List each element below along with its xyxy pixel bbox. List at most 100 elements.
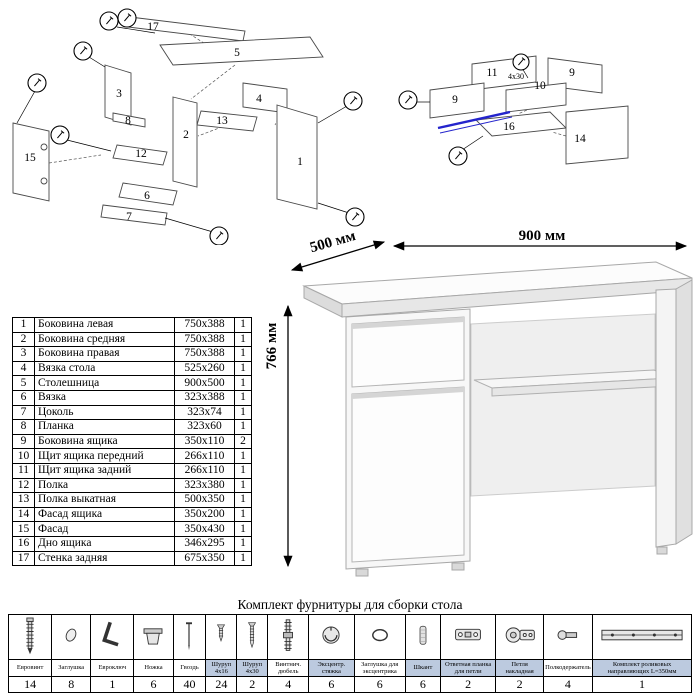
nail-icon — [186, 622, 193, 651]
hardware-name: Шкант — [404, 659, 441, 677]
part-qty: 1 — [234, 492, 252, 508]
part-label: 6 — [144, 190, 150, 202]
part-qty: 2 — [234, 433, 252, 450]
hardware-qty: 2 — [439, 676, 497, 693]
hinge-mark — [40, 143, 48, 151]
part-size: 323x388 — [174, 389, 235, 406]
screw-size-note: 4x30 — [508, 72, 524, 81]
desk-right-panel — [655, 288, 677, 548]
parts-table-row: 5 Столешница 900x500 1 — [12, 375, 252, 391]
part-number: 9 — [12, 433, 35, 450]
part-number: 16 — [12, 535, 35, 552]
hardware-name: Петля накладная — [495, 659, 544, 677]
part-number: 14 — [12, 506, 35, 523]
hardware-name: Гвоздь — [172, 659, 207, 677]
part-number: 10 — [12, 448, 35, 464]
part-label: 8 — [125, 115, 131, 127]
part-qty: 1 — [234, 448, 252, 464]
hardware-qty: 6 — [308, 676, 355, 693]
part-panel-side-3 — [104, 64, 132, 126]
dim-arrow-depth — [290, 240, 386, 272]
euro-screw-icon — [26, 617, 34, 655]
hardware-icons-row — [7, 614, 692, 660]
desk-foot — [656, 546, 668, 555]
part-name: Боковина правая — [34, 346, 175, 362]
desk-door-handle-groove — [352, 387, 464, 399]
foot-icon — [144, 628, 163, 645]
part-name: Полка выкатная — [34, 492, 175, 508]
part-qty: 1 — [234, 389, 252, 406]
desk-top-left-edge — [303, 285, 343, 318]
assembly-line — [517, 105, 537, 115]
part-qty: 1 — [234, 375, 252, 391]
desk-door-front — [351, 386, 465, 563]
part-size: 900x500 — [174, 375, 235, 391]
part-name: Дно ящика — [34, 535, 175, 552]
exploded-view-desk: 17 5 3 8 4 13 2 12 15 6 7 1 — [12, 8, 365, 245]
part-label: 5 — [234, 47, 240, 59]
assembly-line — [48, 154, 102, 164]
screw-long-icon — [248, 622, 257, 649]
hardware-names-row: Евровинт Заглушка Евроключ Ножка Гвоздь … — [7, 659, 692, 677]
screw-glyphs — [34, 13, 360, 240]
part-name: Боковина ящика — [34, 433, 175, 450]
part-number: 5 — [12, 375, 35, 391]
hardware-name: Полкодержатель — [542, 659, 594, 677]
part-plinth-7 — [100, 204, 168, 226]
wood-dowel-icon — [419, 625, 427, 645]
hinge-plate-icon — [455, 628, 482, 641]
hardware-name: Ножка — [133, 659, 174, 677]
drawer-slide-icon — [601, 629, 683, 641]
parts-table-row: 11 Щит ящика задний 266x110 1 — [12, 462, 252, 479]
part-number: 17 — [12, 550, 35, 567]
part-qty: 1 — [234, 331, 252, 348]
hardware-name: Комплект роликовых направляющих L=350мм — [592, 659, 692, 677]
part-size: 350x200 — [174, 506, 235, 523]
part-name: Стенка задняя — [34, 550, 175, 567]
part-qty: 1 — [234, 462, 252, 479]
part-qty: 1 — [234, 477, 252, 494]
part-name: Полка — [34, 477, 175, 494]
parts-table-row: 16 Дно ящика 346x295 1 — [12, 535, 252, 552]
part-label: 9 — [569, 67, 575, 79]
part-drawer-facade-14 — [565, 105, 629, 165]
assembly-line — [190, 64, 236, 100]
part-label: 3 — [116, 88, 122, 100]
shelf-pin-icon — [557, 630, 577, 640]
desk-right-panel-side — [675, 279, 693, 545]
part-label: 17 — [147, 21, 159, 33]
part-qty: 1 — [234, 550, 252, 567]
part-qty: 1 — [234, 535, 252, 552]
part-panel-back-17 — [127, 16, 246, 42]
part-number: 11 — [12, 462, 35, 479]
hardware-name: Шуруп 4x16 — [205, 659, 238, 677]
part-name: Вязка — [34, 389, 175, 406]
hardware-qty: 14 — [7, 676, 53, 693]
part-number: 7 — [12, 404, 35, 421]
parts-table-row: 17 Стенка задняя 675x350 1 — [12, 550, 252, 567]
part-label: 12 — [135, 148, 147, 160]
hardware-name: Винтнич. дюбель — [267, 659, 310, 677]
desk-drawer-handle-groove — [352, 317, 464, 329]
part-number: 4 — [12, 360, 35, 377]
part-size: 675x350 — [174, 550, 235, 567]
part-panel-6 — [118, 182, 178, 206]
parts-table-row: 4 Вязка стола 525x260 1 — [12, 360, 252, 377]
part-drawer-side-9l — [429, 82, 485, 119]
part-size: 750x388 — [174, 346, 235, 362]
hardware-kit-title: Комплект фурнитуры для сборки стола — [237, 597, 463, 612]
part-size: 346x295 — [174, 535, 235, 552]
part-qty: 1 — [234, 521, 252, 537]
desk-foot — [451, 562, 465, 571]
part-size: 266x110 — [174, 462, 235, 479]
part-panel-right-1 — [276, 104, 318, 210]
parts-table-row: 1 Боковина левая 750x388 1 — [12, 317, 252, 333]
assembly-line — [551, 131, 567, 137]
part-label: 11 — [486, 67, 497, 79]
part-number: 12 — [12, 477, 35, 494]
hinge-icon — [505, 627, 535, 643]
part-name: Столешница — [34, 375, 175, 391]
desk-kneehole — [470, 313, 656, 497]
part-label: 15 — [24, 152, 36, 164]
